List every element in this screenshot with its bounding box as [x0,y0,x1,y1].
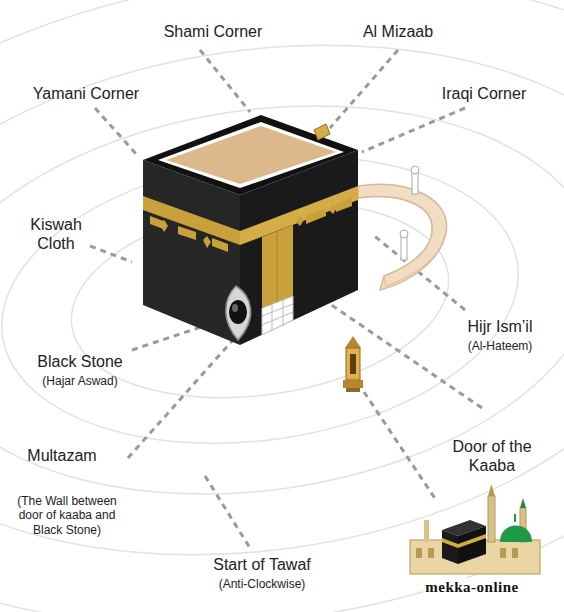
part-label: Kiswah Cloth [20,215,92,253]
logo-picture [410,484,540,574]
corner-label: Iraqi Corner [414,84,554,103]
part-sublabel: (Al-Hateem) [445,339,555,353]
corner-label: Yamani Corner [16,84,156,103]
hijr-ismail-wall [358,166,447,290]
watermark: mekka-online [423,578,521,596]
part-sublabel: (Anti-Clockwise) [187,577,337,591]
part-label: Multazam [7,446,117,465]
part-label: Al Mizaab [343,22,453,41]
part-label: Hijr Ism’il [445,317,555,336]
maqam-ibrahim [343,336,363,392]
part-sublabel: (The Wall between door of kaaba and Blac… [4,494,130,537]
part-sublabel: (Hajar Aswad) [15,374,145,388]
leader-lines [90,50,482,548]
part-label: Door of the Kaaba [440,437,544,475]
part-label: Start of Tawaf [187,555,337,574]
kaaba-cube [143,115,358,345]
part-label: Black Stone [15,352,145,371]
corner-label: Shami Corner [148,22,278,41]
